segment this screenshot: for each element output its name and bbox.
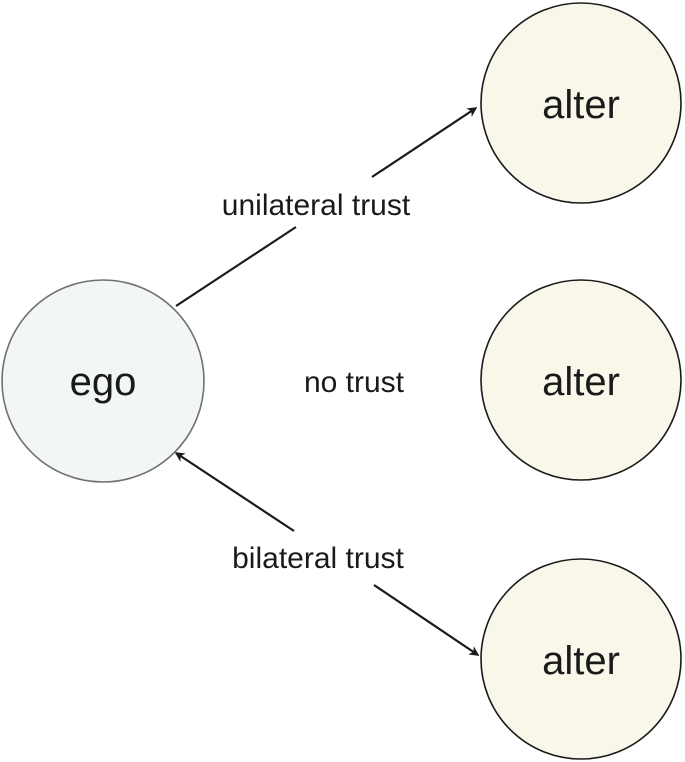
alter-label-top: alter: [542, 83, 620, 127]
ego-circle: [1, 279, 205, 483]
alter-node-middle: alter: [480, 279, 682, 481]
edge-bilateral: bilateral trust: [174, 452, 480, 656]
edge-label-bilateral: bilateral trust: [232, 542, 404, 575]
unilateral-trust-arrow: [371, 107, 478, 178]
ego-node: ego: [1, 279, 205, 483]
edge-label-no-trust: no trust: [304, 366, 405, 399]
alter-label-middle: alter: [542, 360, 620, 404]
alter-node-bottom: alter: [480, 558, 682, 760]
bilateral-trust-arrow-to-ego: [174, 452, 295, 532]
edge-unilateral: unilateral trust: [175, 107, 478, 307]
bilateral-trust-arrow-to-alter: [373, 584, 480, 656]
alter-circle-bottom: [480, 558, 682, 760]
alter-label-bottom: alter: [542, 639, 620, 683]
edge-none: no trust: [304, 366, 405, 399]
ego-label: ego: [70, 360, 137, 404]
unilateral-trust-line-lower: [175, 226, 297, 307]
edge-label-unilateral: unilateral trust: [222, 189, 411, 222]
alter-node-top: alter: [480, 2, 682, 204]
alter-circle-middle: [480, 279, 682, 481]
alter-circle-top: [480, 2, 682, 204]
